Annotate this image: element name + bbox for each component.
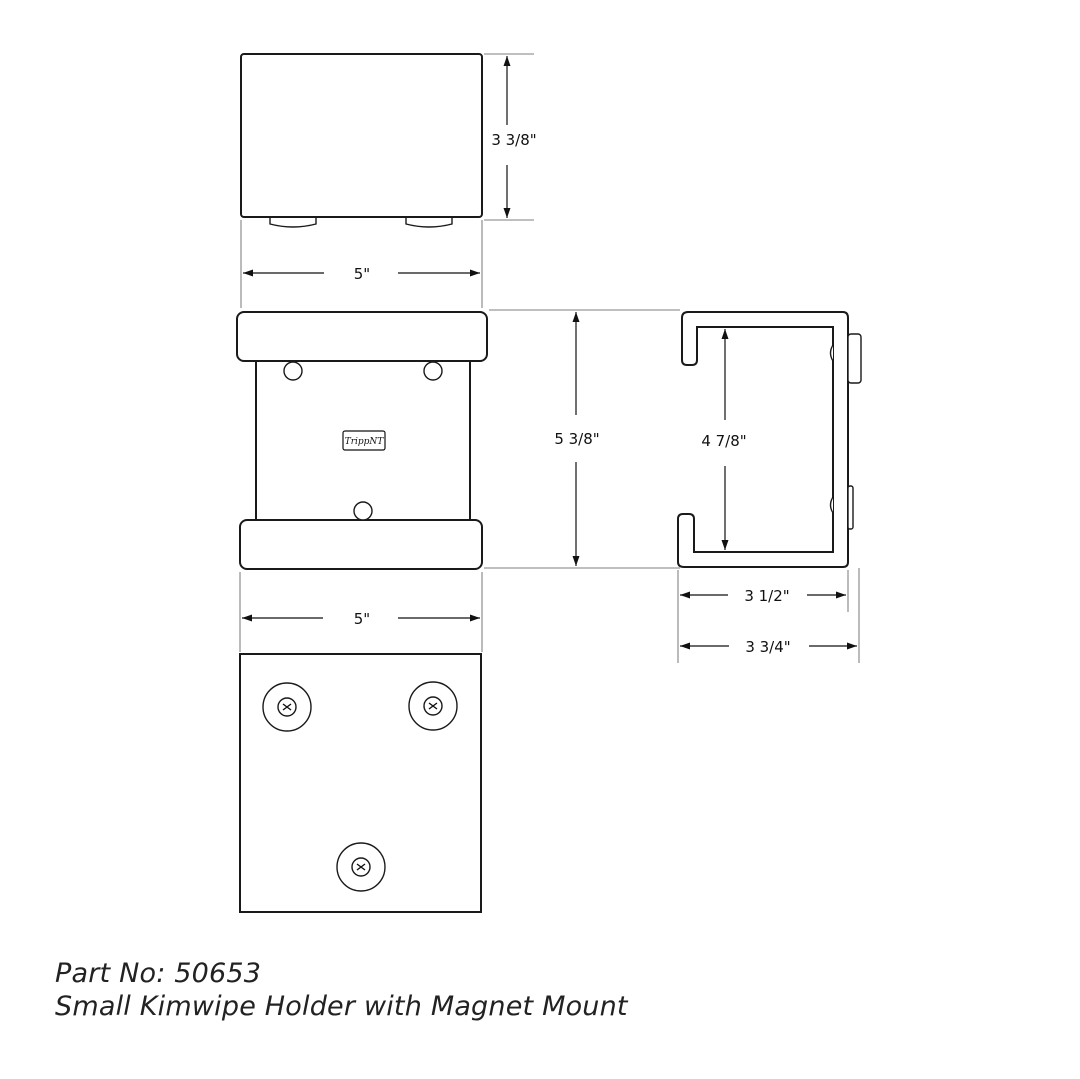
screw-magnet-left <box>262 682 312 732</box>
front-width-dimension: 5" <box>239 572 483 652</box>
screw-magnet-bottom <box>336 842 386 892</box>
side-view <box>677 311 862 568</box>
side-inner-depth-label: 3 1/2" <box>744 587 789 605</box>
side-view-bump-bottom <box>829 496 834 514</box>
screw-magnet-right <box>408 681 458 731</box>
front-view-top-cap <box>236 311 488 362</box>
part-description: Small Kimwipe Holder with Magnet Mount <box>55 991 628 1022</box>
front-height-label: 5 3/8" <box>554 430 599 448</box>
side-overall-depth-dimension: 3 3/4" <box>680 568 860 663</box>
side-overall-depth-label: 3 3/4" <box>745 638 790 656</box>
top-width-dimension: 5" <box>240 220 483 308</box>
front-height-dimension: 5 3/8" <box>484 309 680 569</box>
front-view-magnet-bottom <box>353 501 373 521</box>
part-number: Part No: 50653 <box>55 958 262 989</box>
side-view-profile <box>677 311 849 568</box>
side-inner-depth-dimension: 3 1/2" <box>677 570 849 663</box>
trippnt-logo: TrippNT <box>342 430 386 451</box>
side-inner-height-dimension: 4 7/8" <box>701 329 747 550</box>
back-view <box>239 653 482 913</box>
side-inner-height-label: 4 7/8" <box>701 432 746 450</box>
phillips-screw-icon <box>282 703 292 711</box>
top-view-body <box>240 53 483 218</box>
top-width-label: 5" <box>354 265 370 283</box>
top-height-dimension: 3 3/8" <box>484 53 537 221</box>
side-view-magnet-top <box>847 333 862 384</box>
top-height-label: 3 3/8" <box>491 131 536 149</box>
front-width-label: 5" <box>354 610 370 628</box>
top-view <box>240 53 483 228</box>
front-view-bottom-cap <box>239 519 483 570</box>
front-view-magnet-right <box>423 361 443 381</box>
svg-text:TrippNT: TrippNT <box>345 437 385 447</box>
front-view: TrippNT <box>236 311 488 570</box>
side-view-magnet-bottom <box>847 485 854 530</box>
top-view-foot-left <box>269 218 317 228</box>
side-view-bump-top <box>829 344 834 362</box>
front-view-magnet-left <box>283 361 303 381</box>
phillips-screw-icon <box>428 702 438 710</box>
phillips-screw-icon <box>356 863 366 871</box>
top-view-foot-right <box>405 218 453 228</box>
